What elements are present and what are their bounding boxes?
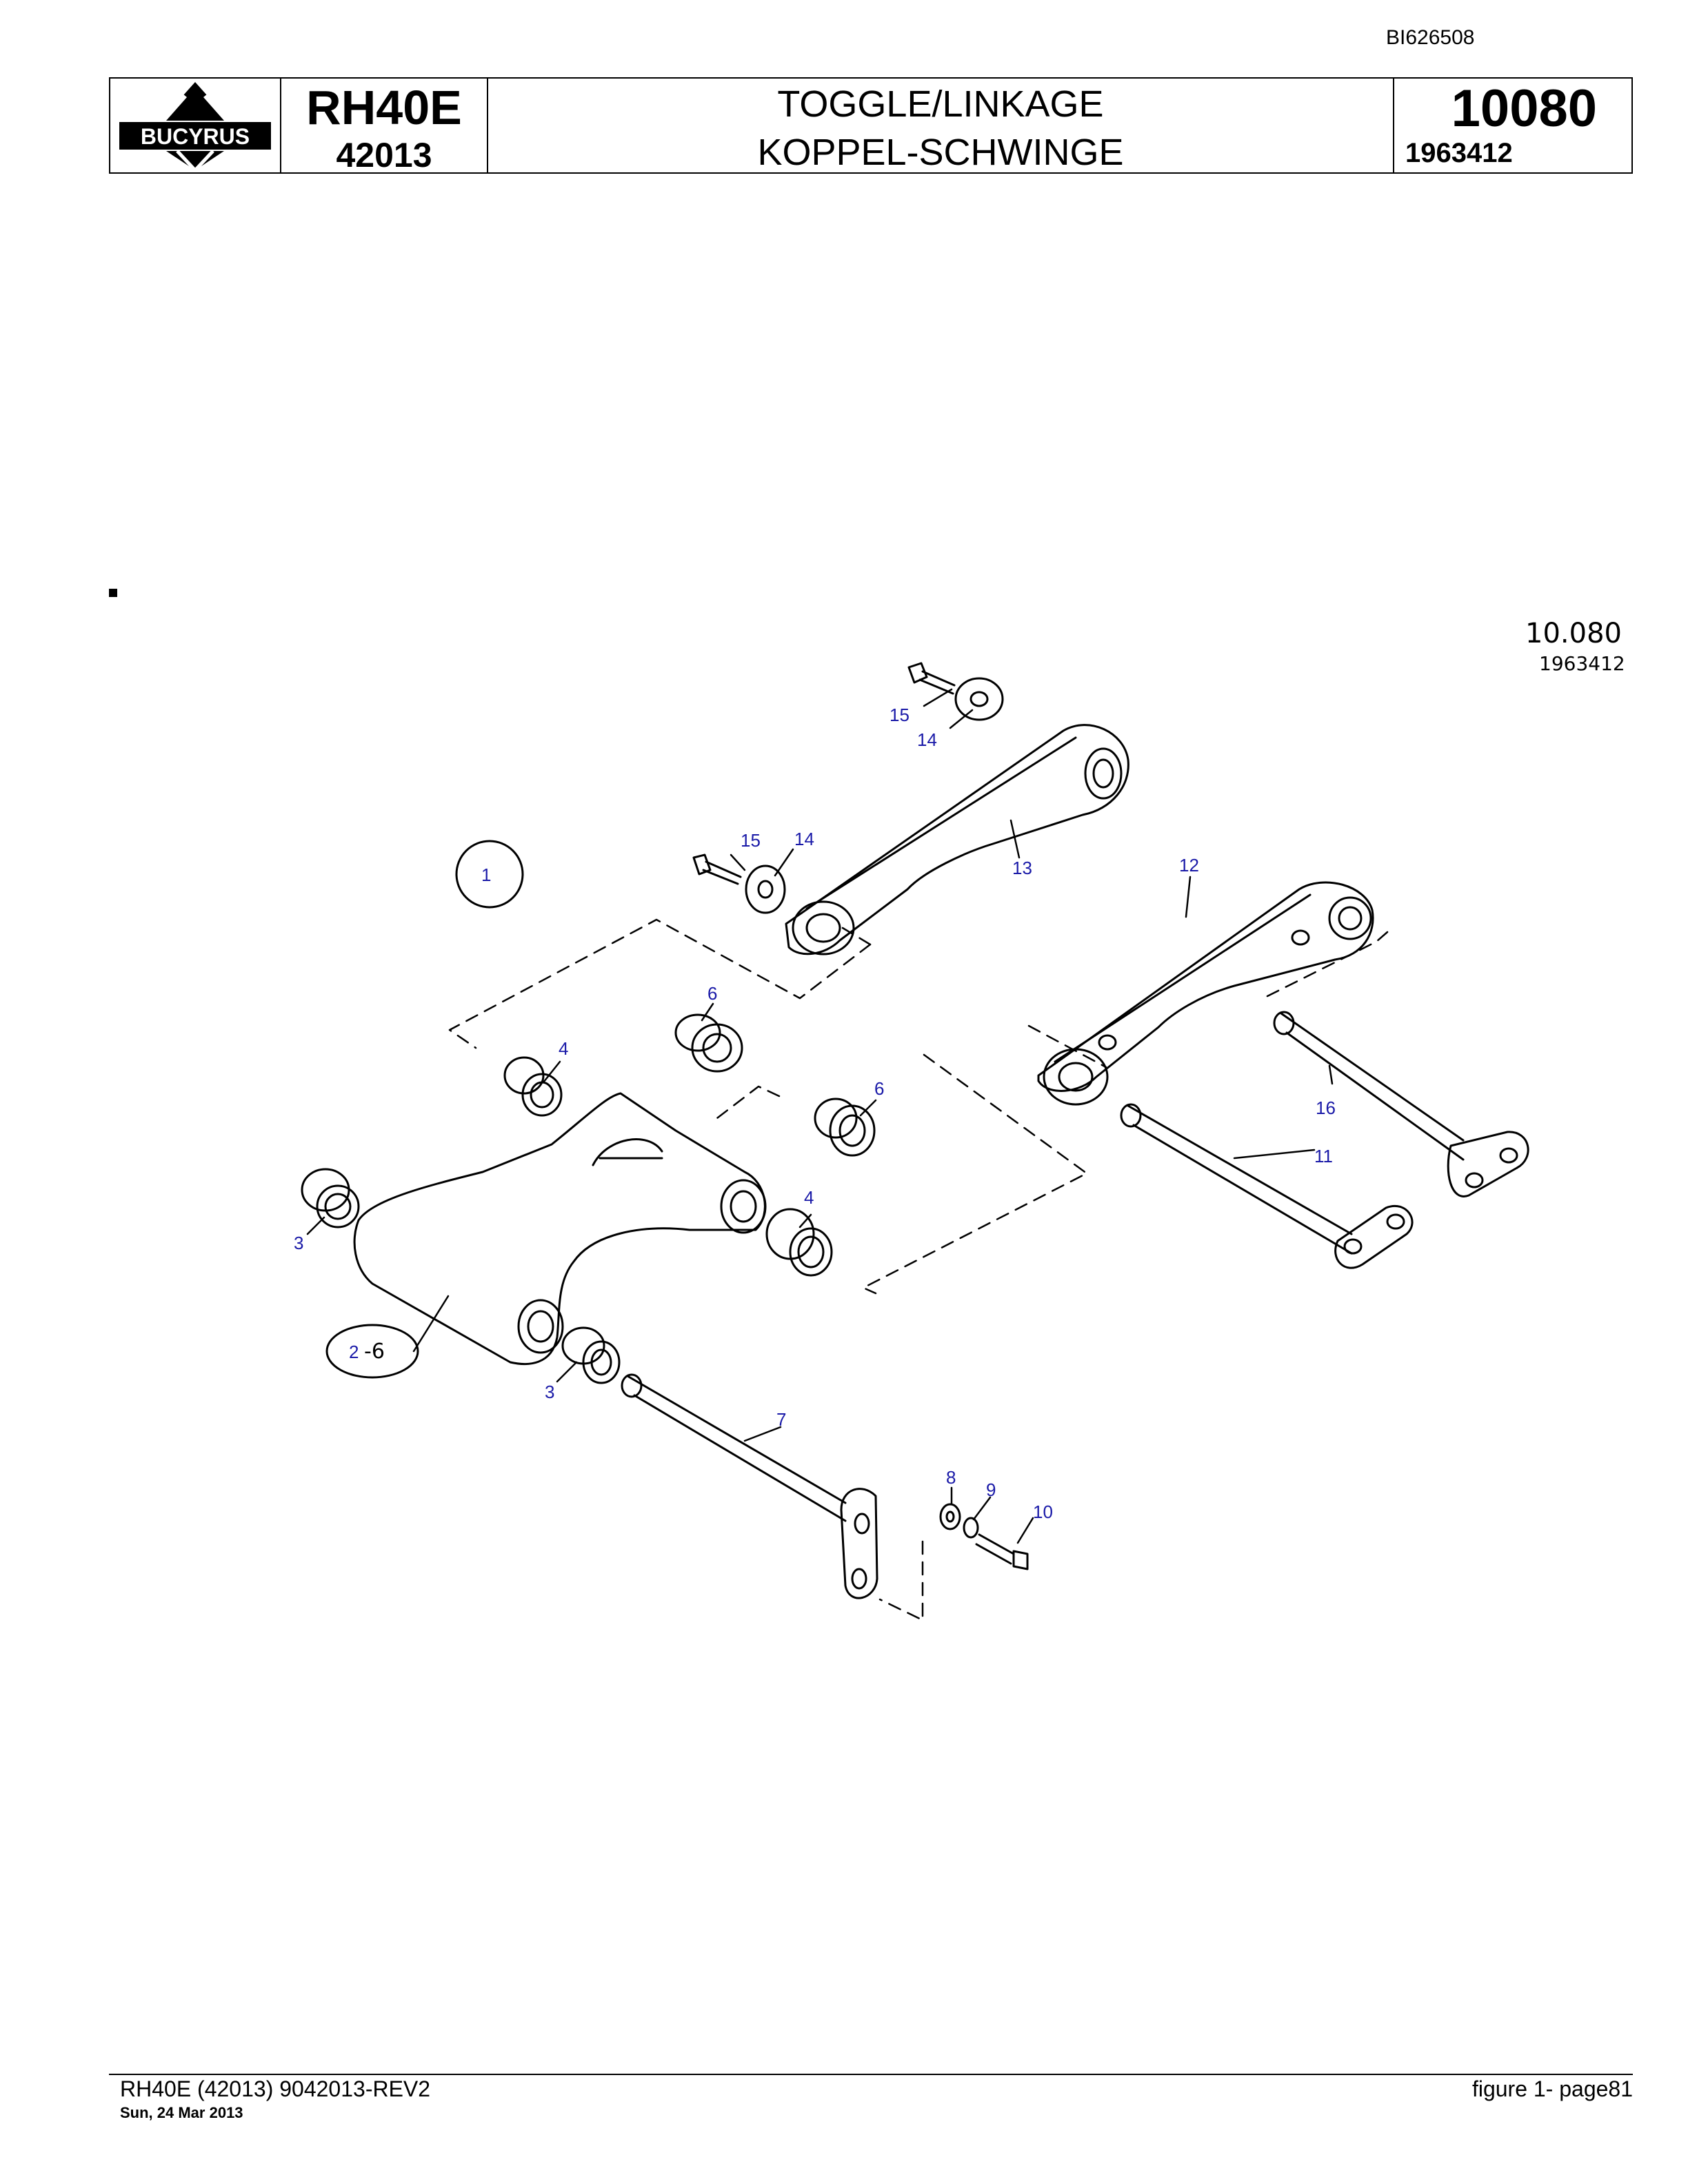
part-3-bushing-bottom xyxy=(561,1326,621,1384)
callout-7: 7 xyxy=(776,1409,786,1430)
callout-3-bottom: 3 xyxy=(545,1382,554,1402)
part-9-lock-washer xyxy=(963,1517,979,1539)
footer-page-ref: figure 1- page81 xyxy=(1471,2076,1633,2101)
title-german: KOPPEL-SCHWINGE xyxy=(757,132,1124,173)
callout-2: 2 xyxy=(349,1342,359,1362)
part-4-bushing-right xyxy=(765,1208,833,1277)
dashed-assembly-outlines xyxy=(448,918,1389,1621)
title-cell: TOGGLE/LINKAGE KOPPEL-SCHWINGE xyxy=(488,79,1394,173)
part-14-washer-lower xyxy=(745,865,786,914)
callout-2-range: -6 xyxy=(364,1339,385,1364)
assembly-callout-circle-1 xyxy=(455,840,524,909)
callout-9: 9 xyxy=(986,1479,996,1500)
callout-12: 12 xyxy=(1179,855,1199,876)
model-code: 42013 xyxy=(336,136,432,174)
part-14-washer-upper xyxy=(954,677,1004,721)
callout-4-upper: 4 xyxy=(559,1038,568,1059)
callout-14-upper: 14 xyxy=(917,729,937,750)
callout-10: 10 xyxy=(1033,1502,1053,1522)
part-4-bushing-upper xyxy=(503,1056,563,1117)
part-15-bolt-lower xyxy=(692,853,742,885)
part-15-bolt-upper xyxy=(907,662,956,695)
part-8-washer xyxy=(939,1503,961,1530)
callout-labels: 1 2 -6 3 3 4 4 6 6 7 8 9 10 11 12 13 14 … xyxy=(294,705,1336,1522)
footer-date: Sun, 24 Mar 2013 xyxy=(120,2104,243,2121)
part-6-bushing-middle xyxy=(814,1098,876,1157)
callout-1: 1 xyxy=(481,865,491,885)
callout-6-middle: 6 xyxy=(874,1078,884,1099)
title-english: TOGGLE/LINKAGE xyxy=(777,83,1104,125)
callout-11: 11 xyxy=(1314,1146,1333,1166)
part-16-pin xyxy=(1273,1011,1529,1197)
drawing-ref-section: 10.080 xyxy=(1525,618,1622,649)
leader-lines xyxy=(306,688,1334,1544)
part-13-upper-link xyxy=(785,724,1129,956)
callout-13: 13 xyxy=(1012,858,1032,878)
callout-15-upper: 15 xyxy=(890,705,910,725)
callout-14-lower: 14 xyxy=(794,829,814,849)
drawing-ref-part: 1963412 xyxy=(1539,652,1625,675)
assembly-callout-oval-2-6 xyxy=(325,1324,419,1379)
part-3-bushing-left xyxy=(301,1168,360,1228)
footer-document-ref: RH40E (42013) 9042013-REV2 xyxy=(120,2076,431,2101)
brand-logo-cell: BUCYRUS xyxy=(110,79,281,172)
callout-8: 8 xyxy=(946,1467,956,1488)
callout-3-left: 3 xyxy=(294,1233,303,1253)
margin-mark xyxy=(109,589,117,597)
section-number: 10080 xyxy=(1451,79,1597,138)
footer-rule xyxy=(109,2074,1633,2075)
part-number: 1963412 xyxy=(1405,138,1513,168)
callout-15-lower: 15 xyxy=(741,830,761,851)
part-7-pin xyxy=(621,1373,878,1599)
part-12-lower-link xyxy=(1037,881,1374,1106)
bucyrus-logo: BUCYRUS xyxy=(119,82,271,172)
callout-4-right: 4 xyxy=(804,1187,814,1208)
part-2-toggle-body xyxy=(353,1092,767,1366)
callout-6-upper: 6 xyxy=(707,983,717,1004)
logo-wordmark: BUCYRUS xyxy=(141,124,250,149)
model-cell: RH40E 42013 xyxy=(281,79,488,174)
part-11-pin xyxy=(1120,1103,1414,1269)
part-10-bolt xyxy=(975,1533,1029,1570)
part-6-bushing-upper xyxy=(674,1013,743,1073)
model-name: RH40E xyxy=(306,81,462,134)
callout-16: 16 xyxy=(1316,1098,1336,1118)
document-id: BI626508 xyxy=(1386,26,1475,49)
number-cell: 10080 1963412 xyxy=(1394,79,1631,172)
header-table: BUCYRUS RH40E 42013 TOGGLE/LINKAGE KOPPE… xyxy=(109,77,1633,174)
